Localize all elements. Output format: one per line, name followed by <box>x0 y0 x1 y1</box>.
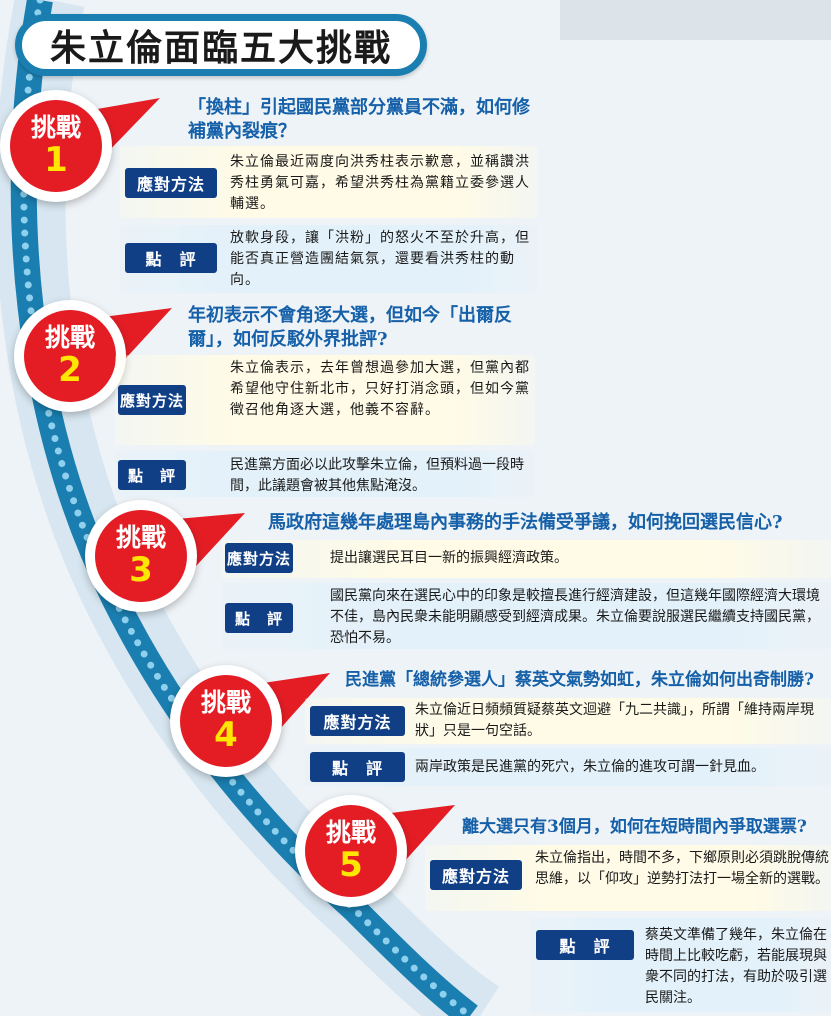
page-title: 朱立倫面臨五大挑戰 <box>15 14 427 76</box>
comment-band <box>222 583 831 649</box>
badge-number: 1 <box>44 140 68 180</box>
badge-number: 4 <box>214 715 238 755</box>
badge-word: 挑戰 <box>44 323 95 352</box>
comment-label: 點 評 <box>118 460 186 490</box>
challenge-5-method: 朱立倫指出，時間不多，下鄉原則必須跳脫傳統思維，以「仰攻」逆勢打法打一場全新的選… <box>535 850 829 887</box>
badge-word: 挑戰 <box>200 688 251 717</box>
badge-word: 挑戰 <box>115 523 166 552</box>
challenge-2-method: 朱立倫表示，去年曾想過參加大選，但黨內都希望他守住新北市，只好打消念頭，但如今黨… <box>230 360 530 418</box>
challenge-4-question: 民進黨「總統參選人」蔡英文氣勢如虹，朱立倫如何出奇制勝? <box>345 670 814 690</box>
challenge-3-method: 提出讓選民耳目一新的振興經濟政策。 <box>330 550 568 566</box>
challenge-5-comment: 蔡英文準備了幾年，朱立倫在時間上比較吃虧，若能展現與衆不同的打法，有助於吸引選民… <box>645 927 827 1006</box>
method-label: 應對方法 <box>225 543 293 573</box>
challenge-4-method: 朱立倫近日頻頻質疑蔡英文迴避「九二共識」，所謂「維持兩岸現狀」只是一句空話。 <box>415 702 814 739</box>
challenge-1-comment: 放軟身段，讓「洪粉」的怒火不至於升高，但能否真正營造團結氣氛，還要看洪秀柱的動向… <box>230 230 530 288</box>
badge-number: 3 <box>129 550 153 590</box>
challenge-2-question: 年初表示不會角逐大選，但如今「出爾反爾」，如何反駁外界批評? <box>188 305 512 350</box>
method-label: 應對方法 <box>310 706 405 736</box>
comment-label: 點 評 <box>225 603 293 633</box>
method-label: 應對方法 <box>430 860 522 890</box>
challenge-5-question: 離大選只有3個月，如何在短時間內爭取選票? <box>462 817 807 837</box>
comment-label: 點 評 <box>536 930 634 960</box>
badge-word: 挑戰 <box>325 818 376 847</box>
comment-label: 點 評 <box>310 752 405 782</box>
challenge-1-method: 朱立倫最近兩度向洪秀柱表示歉意，並稱讚洪秀柱勇氣可嘉，希望洪秀柱為黨籍立委參選人… <box>230 154 530 212</box>
challenge-3-question: 馬政府這幾年處理島內事務的手法備受爭議，如何挽回選民信心? <box>268 512 783 533</box>
badge-number: 5 <box>339 845 363 885</box>
method-band <box>222 540 831 578</box>
badge-number: 2 <box>58 350 82 390</box>
method-label: 應對方法 <box>125 168 217 198</box>
badge-word: 挑戰 <box>30 113 81 142</box>
challenge-2-comment: 民進黨方面必以此攻擊朱立倫，但預料過一段時間，此議題會被其他焦點淹沒。 <box>230 457 524 494</box>
challenge-3-comment: 國民黨向來在選民心中的印象是較擅長進行經濟建設，但這幾年國際經濟大環境不佳，島內… <box>330 588 820 646</box>
challenge-1-question: 「換柱」引起國民黨部分黨員不滿，如何修補黨內裂痕？ <box>188 97 530 142</box>
challenge-4-comment: 兩岸政策是民進黨的死穴，朱立倫的進攻可謂一針見血。 <box>415 759 765 775</box>
comment-label: 點 評 <box>125 243 217 273</box>
method-label: 應對方法 <box>118 385 186 415</box>
